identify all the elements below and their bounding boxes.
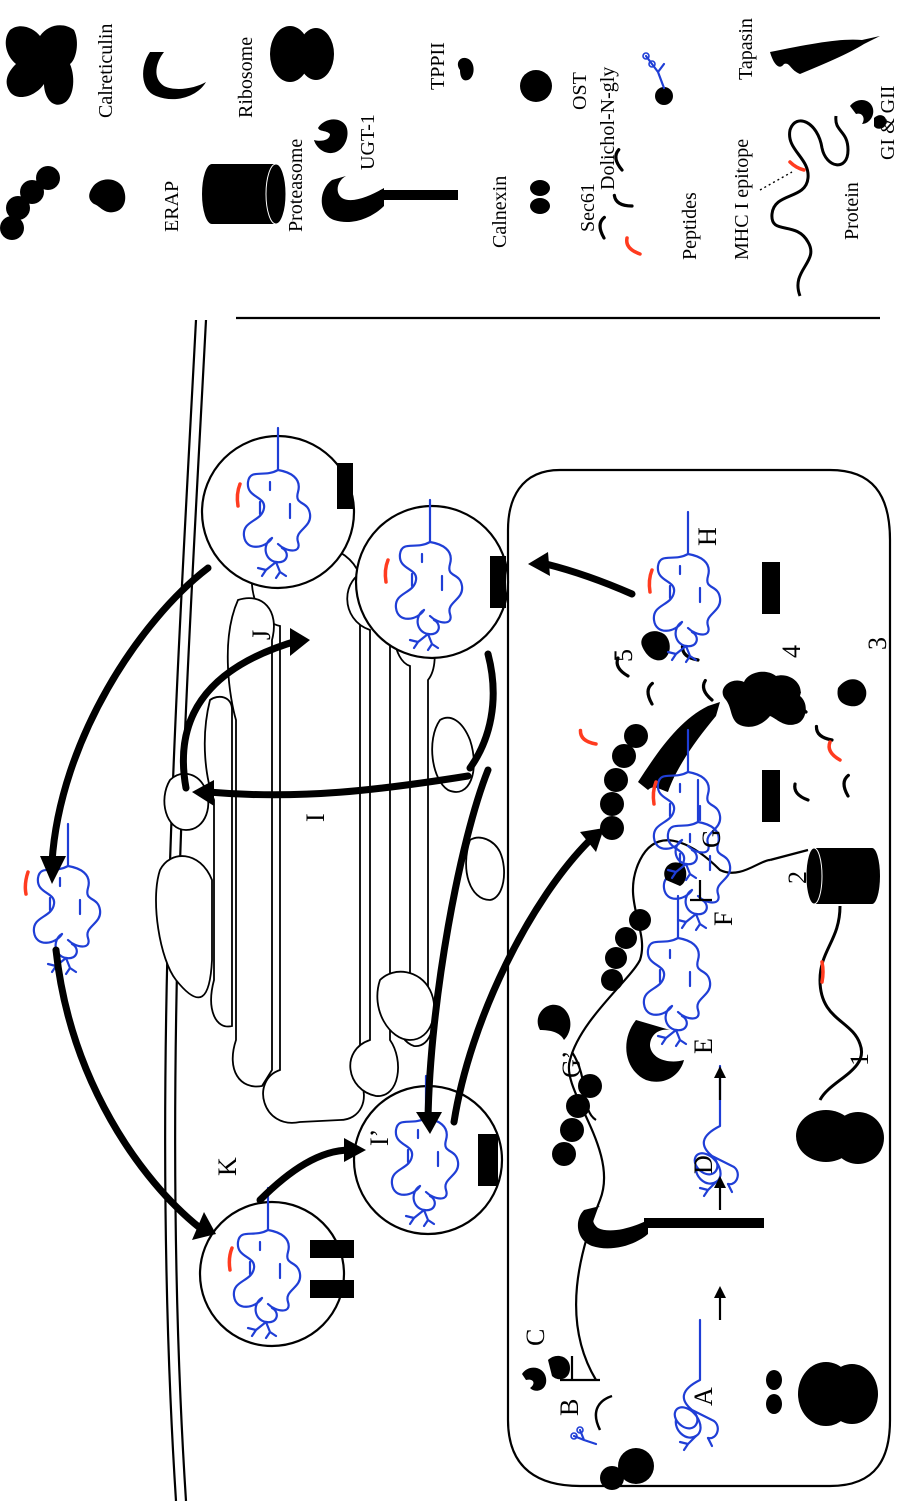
step-d-label: D <box>689 1155 718 1174</box>
gi-gii-label: GI & GII <box>877 86 898 160</box>
step-b-label: B <box>555 1399 584 1416</box>
epitope-pointer <box>760 172 792 190</box>
erap-single-icon <box>89 179 125 212</box>
protein-icon <box>772 116 848 296</box>
ugt1-icon <box>314 119 348 153</box>
tapasin-icon <box>770 36 880 74</box>
tppii-label: TPPII <box>427 42 449 90</box>
epitope-segment <box>790 162 804 170</box>
step-c-label: C <box>521 1329 550 1346</box>
calnexin-icon <box>322 176 458 222</box>
step-f-label: F <box>709 912 738 926</box>
step-i-prime-label: I’ <box>365 1129 394 1146</box>
surface-mhc <box>34 824 100 974</box>
nascent-chain-d <box>695 1066 738 1196</box>
vesicle-j <box>202 428 354 588</box>
step-h-label: H <box>693 527 722 546</box>
calreticulin-4 <box>723 672 806 727</box>
calreticulin-icon <box>6 25 77 105</box>
ugt1-label: UGT-1 <box>357 114 379 170</box>
tppii-icon <box>458 58 474 80</box>
vesicle-k <box>200 1188 354 1346</box>
erap-label: ERAP <box>161 181 183 232</box>
step-g-prime-label: G’ <box>557 1051 586 1078</box>
step-j-label: J <box>247 630 276 640</box>
number-2: 2 <box>783 871 812 884</box>
ribosome-a <box>766 1362 878 1426</box>
protein-substrate-1 <box>820 906 862 1100</box>
sec61-icon <box>530 180 550 214</box>
number-4: 4 <box>777 645 806 658</box>
proteasome-icon <box>202 164 286 224</box>
dolichol-icon <box>643 53 673 105</box>
protein-label: Protein <box>841 182 863 240</box>
ribosome-label: Ribosome <box>235 37 257 118</box>
hook-icon <box>143 52 206 99</box>
sec61-label: Sec61 <box>577 183 599 232</box>
mhc-h-epitope <box>649 570 652 592</box>
calnexin-d <box>578 1206 764 1248</box>
proteasome-2 <box>806 848 880 904</box>
erap-icon <box>0 166 60 240</box>
peptides-label: Peptides <box>679 192 701 260</box>
complex-e <box>601 909 684 1082</box>
surface-epitope <box>25 872 28 894</box>
tapasin-label: Tapasin <box>735 18 757 80</box>
g-arrow-shaft <box>770 850 808 860</box>
step-g-label: G <box>697 829 726 848</box>
vesicle-h <box>356 500 508 658</box>
f-arrow <box>690 880 712 900</box>
step-i-label: I <box>301 813 330 822</box>
step-e-label: E <box>689 1038 718 1054</box>
mhc-g-epitope <box>653 782 656 804</box>
step-k-label: K <box>213 1157 242 1176</box>
calnexin-label: Calnexin <box>489 176 511 248</box>
number-3: 3 <box>863 637 892 650</box>
proteasome-label: Proteasome <box>285 139 307 232</box>
number-5: 5 <box>609 649 638 662</box>
protein-epitope-1 <box>822 962 823 982</box>
erap-3 <box>838 679 867 706</box>
ost-label: OST <box>569 72 591 110</box>
mhc-epitope-label: MHC I epitope <box>731 139 753 260</box>
step-a-label: A <box>689 1387 718 1406</box>
number-1: 1 <box>845 1053 874 1066</box>
tap-h <box>762 562 780 614</box>
glucosidases-c <box>522 1356 600 1391</box>
tppii-5 <box>641 631 669 660</box>
calreticulin-label: Calreticulin <box>95 24 117 118</box>
dolichol-label: Dolichol-N-gly <box>597 67 619 190</box>
ribosome-icon <box>270 26 334 82</box>
ribosome-1 <box>796 1110 884 1164</box>
mhc-e <box>644 896 710 1046</box>
ugt1-g-prime <box>538 1005 571 1040</box>
ost-icon <box>520 70 552 102</box>
nascent-chain-a <box>675 1320 718 1450</box>
